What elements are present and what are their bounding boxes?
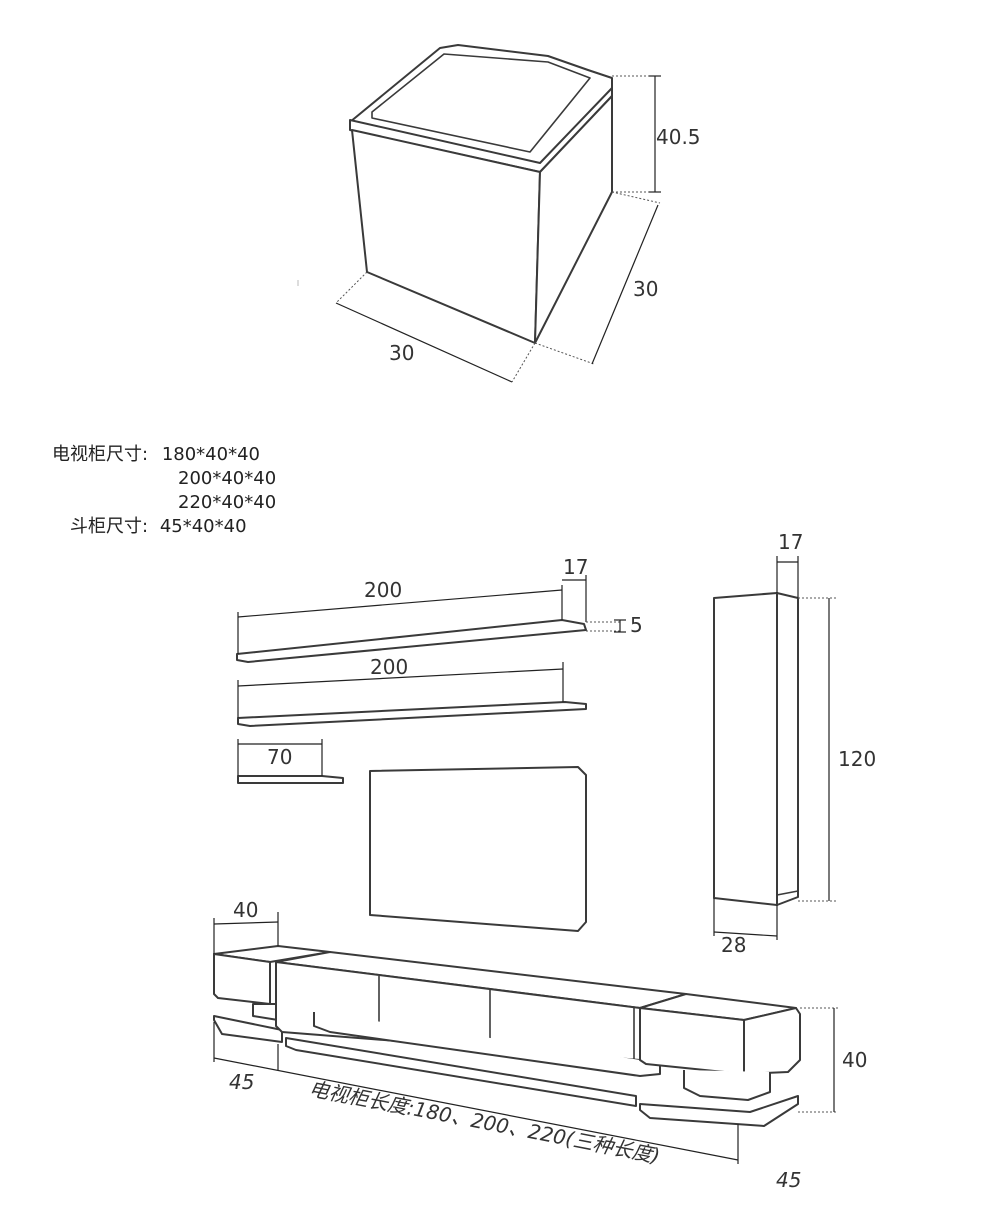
ottoman-drawing: 40.5 30 30 (335, 44, 701, 383)
right-chest-side (743, 1007, 801, 1075)
tall-cabinet-front (713, 592, 778, 906)
ottoman-height-label: 40.5 (656, 125, 701, 149)
ottoman-depth-label: 30 (633, 277, 658, 301)
tv-spec-size-1: 180*40*40 (161, 444, 260, 465)
right-chest-plinth (639, 1095, 799, 1127)
right-chest-width-label: 45 (776, 1168, 801, 1192)
long-shelf-2 (237, 701, 587, 727)
right-chest-body (639, 1007, 745, 1075)
wall-shelves: 200 17 5 200 70 (236, 555, 643, 784)
chest-spec-label: 斗柜尺寸: (70, 516, 149, 537)
tv-cabinet-height-label: 40 (842, 1048, 867, 1072)
shelf-depth-label: 17 (563, 555, 588, 579)
shelf-thickness-label: 5 (630, 613, 643, 637)
chest-spec-size: 45*40*40 (159, 516, 247, 537)
tv-cabinet: 40 40 45 45 电视柜长度:180、200、220(三种长度) (213, 898, 867, 1192)
main-cabinet-plinth (285, 1037, 637, 1107)
tv-spec-size-2: 200*40*40 (178, 468, 277, 489)
tall-cabinet: 17 120 28 (713, 530, 876, 957)
tv-spec-label: 电视柜尺寸: (52, 444, 149, 465)
tall-cabinet-side (776, 592, 799, 906)
shelf-2-length-label: 200 (370, 655, 408, 679)
tall-cabinet-height-label: 120 (838, 747, 876, 771)
wall-panel (369, 766, 587, 932)
ottoman-cushion-inner (371, 53, 591, 153)
tall-cabinet-depth-label: 17 (778, 530, 803, 554)
long-shelf-1 (236, 619, 587, 663)
tv-spec-size-3: 220*40*40 (178, 492, 277, 513)
left-chest-plinth (213, 1015, 283, 1043)
tv-cabinet-length-note: 电视柜长度:180、200、220(三种长度) (307, 1076, 662, 1168)
right-chest-base (683, 1070, 771, 1101)
spec-block: 电视柜尺寸: 180*40*40 200*40*40 220*40*40 斗柜尺… (52, 443, 276, 539)
left-chest-width-label: 45 (229, 1070, 254, 1094)
short-shelf-length-label: 70 (267, 745, 292, 769)
ottoman-width-label: 30 (389, 341, 414, 365)
tall-cabinet-width-label: 28 (721, 933, 746, 957)
short-shelf (237, 775, 344, 784)
left-chest-body (213, 953, 271, 1005)
tv-cabinet-depth-label: 40 (233, 898, 258, 922)
shelf-1-length-label: 200 (364, 578, 402, 602)
